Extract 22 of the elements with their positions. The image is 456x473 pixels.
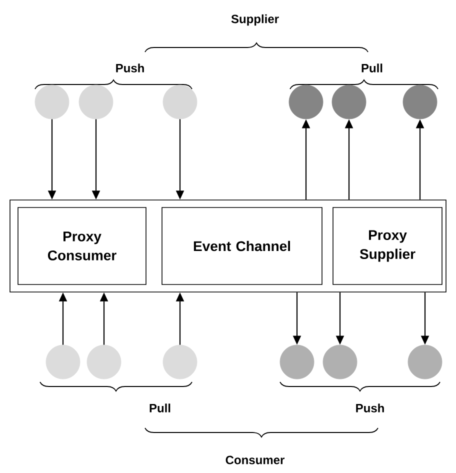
bracket-label: Consumer bbox=[226, 456, 284, 464]
bracket-label: Push bbox=[356, 404, 384, 412]
circle bbox=[46, 344, 80, 380]
box: Event Channel bbox=[162, 207, 322, 285]
band bbox=[10, 200, 446, 292]
circle bbox=[86, 344, 122, 380]
bracket-label: Pull bbox=[150, 404, 170, 412]
circle bbox=[322, 344, 358, 380]
box: Proxy Consumer bbox=[18, 207, 146, 285]
circle bbox=[332, 84, 366, 120]
circle bbox=[162, 344, 198, 380]
bracket-label: Push bbox=[116, 64, 144, 72]
circle bbox=[280, 344, 314, 380]
bracket-label: Pull bbox=[362, 64, 382, 72]
circle bbox=[288, 84, 324, 120]
circle bbox=[34, 84, 70, 120]
bracket-label: Supplier bbox=[231, 14, 279, 26]
circle bbox=[78, 84, 114, 120]
circle bbox=[408, 344, 442, 380]
circle bbox=[162, 84, 198, 120]
box: Proxy Supplier bbox=[332, 207, 442, 285]
circle bbox=[402, 84, 438, 120]
